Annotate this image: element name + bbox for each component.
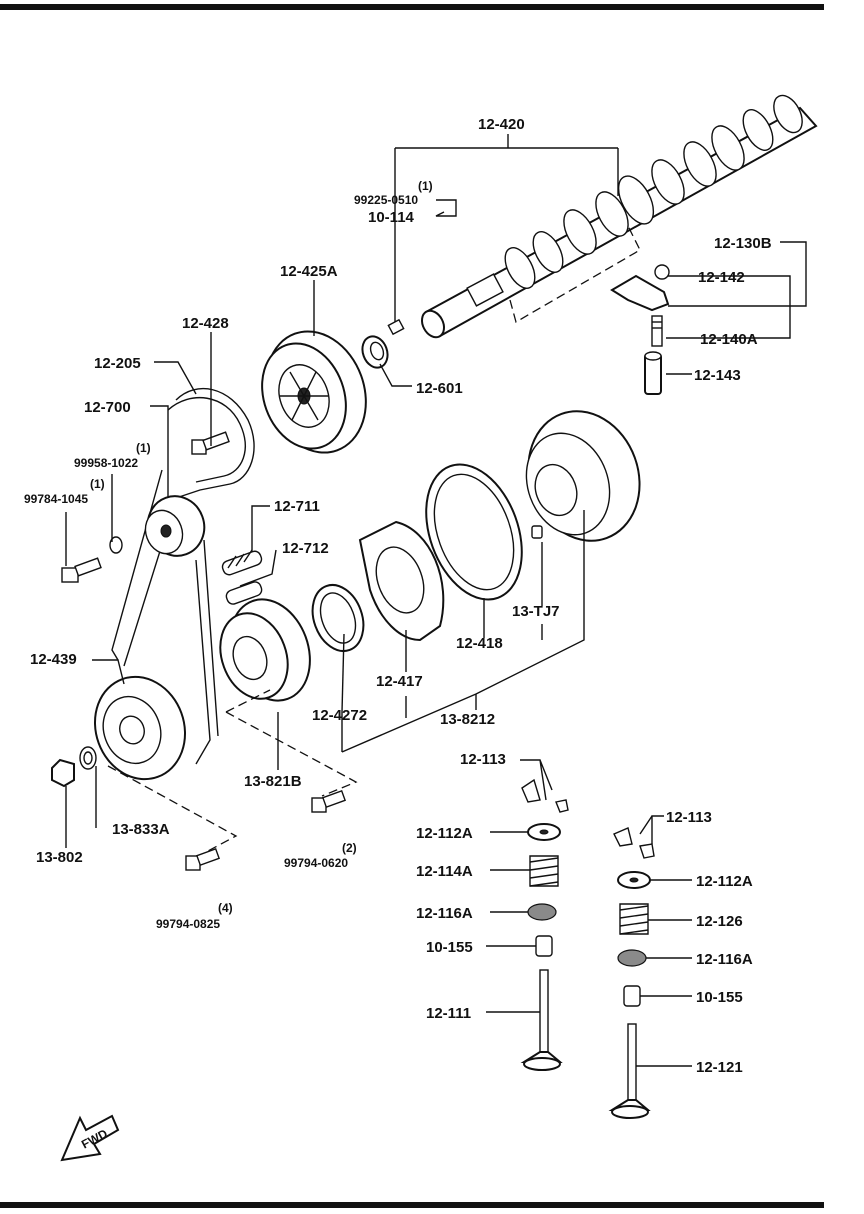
label-rocker-nut: 12-142: [698, 269, 745, 286]
rocker-arm: [610, 264, 670, 312]
crank-dashed-guide: [107, 689, 358, 853]
label-plug-part: 99225-0510: [354, 193, 418, 207]
label-tensioner-bolt-ref: 12-428: [182, 315, 229, 332]
top-rule: [0, 4, 824, 10]
tensioner-mount-bolt: [61, 557, 102, 583]
label-washer-part: 99958-1022: [74, 456, 138, 470]
label-valve-key-ex: 12-113: [666, 809, 712, 826]
dowel-pin: [531, 525, 543, 539]
crank-washer: [79, 746, 97, 770]
label-seat-in: 12-116A: [416, 905, 473, 922]
label-tensioner: 12-700: [84, 399, 131, 416]
label-crank-pulley: 12-439: [30, 651, 77, 668]
pulsation-ring: [425, 463, 523, 601]
bottom-rule: [0, 1202, 824, 1208]
rocker-bolt: [651, 315, 663, 347]
crank-pulley: [93, 675, 187, 781]
exhaust-valve-key: [613, 827, 655, 859]
label-lower-bolt-qty: (4): [218, 901, 233, 915]
label-plate: 12-417: [376, 673, 423, 690]
label-tensioner-spring-1: 12-711: [274, 498, 320, 515]
part-labels: 12-420 (1) 99225-0510 10-114 12-425A 12-…: [24, 116, 772, 1076]
label-stem-seal-ex: 10-155: [696, 989, 743, 1006]
lower-bolt-2: [185, 847, 221, 871]
lash-adjuster: [644, 351, 662, 395]
camshaft-plug: [387, 318, 405, 336]
tensioner-washer: [109, 536, 123, 554]
exhaust-spring-seat: [617, 949, 647, 967]
crank-gear: [525, 410, 641, 542]
intake-spring-seat: [527, 903, 557, 921]
camshaft-oil-seal: [361, 335, 389, 369]
label-stem-seal-in: 10-155: [426, 939, 473, 956]
crank-timing-pulley: [219, 598, 311, 702]
label-crank-bolt-part: 99794-0620: [284, 856, 348, 870]
intake-valve: [520, 969, 563, 1071]
label-crank-timing-pulley: 13-821B: [244, 773, 302, 790]
label-washer-qty: (1): [136, 441, 151, 455]
label-pulsation-ring: 12-418: [456, 635, 503, 652]
label-valve-ex: 12-121: [696, 1059, 743, 1076]
label-timing-belt: 12-205: [94, 355, 141, 372]
exhaust-retainer: [617, 871, 651, 889]
label-lash-adjuster: 12-143: [694, 367, 741, 384]
label-valve-in: 12-111: [426, 1005, 471, 1022]
label-crank-bolt-qty: (2): [342, 841, 357, 855]
label-valve-key-in: 12-113: [460, 751, 506, 768]
lower-bolt-1: [311, 789, 347, 813]
label-rocker-bolt: 12-140A: [700, 331, 758, 348]
forward-arrow-icon: FWD: [60, 1114, 120, 1162]
label-seat-ex: 12-116A: [696, 951, 753, 968]
label-spring-ex: 12-126: [696, 913, 743, 930]
camshaft: [420, 94, 818, 339]
label-bolt-qty: (1): [90, 477, 105, 491]
label-retainer-ex: 12-112A: [696, 873, 753, 890]
label-camshaft: 12-420: [478, 116, 525, 133]
intake-valve-key: [521, 778, 569, 813]
label-plug-qty: (1): [418, 179, 433, 193]
crank-oil-seal: [311, 584, 365, 652]
crank-bolt: [51, 758, 75, 788]
plate: [358, 520, 445, 642]
exhaust-stem-seal: [623, 985, 641, 1007]
tensioner-spring-seat: [225, 581, 263, 605]
label-dowel: 13-TJ7: [512, 603, 560, 620]
intake-stem-seal: [535, 935, 553, 957]
label-crank-oil-seal: 12-4272: [312, 707, 367, 724]
label-rocker-assy: 12-130B: [714, 235, 772, 252]
label-lower-bolt-part: 99794-0825: [156, 917, 220, 931]
tensioner-spring: [221, 549, 263, 576]
tensioner-bolt: [191, 431, 230, 455]
intake-retainer: [527, 823, 561, 841]
tensioner-pulley: [144, 495, 206, 557]
label-bolt-part: 99784-1045: [24, 492, 88, 506]
label-crank-bolt: 13-802: [36, 849, 83, 866]
leader-lines: [65, 134, 807, 1067]
label-crank-washer: 13-833A: [112, 821, 170, 838]
camshaft-pulley: [261, 330, 367, 454]
intake-spring: [529, 855, 559, 887]
label-plug-ref: 10-114: [368, 209, 415, 226]
label-cam-oil-seal: 12-601: [416, 380, 463, 397]
label-cam-pulley: 12-425A: [280, 263, 338, 280]
label-crank-gear-set: 13-8212: [440, 711, 495, 728]
label-retainer-in: 12-112A: [416, 825, 473, 842]
label-tensioner-spring-2: 12-712: [282, 540, 329, 557]
exhaust-valve: [608, 1023, 651, 1119]
label-spring-in: 12-114A: [416, 863, 473, 880]
exhaust-spring: [619, 903, 649, 935]
